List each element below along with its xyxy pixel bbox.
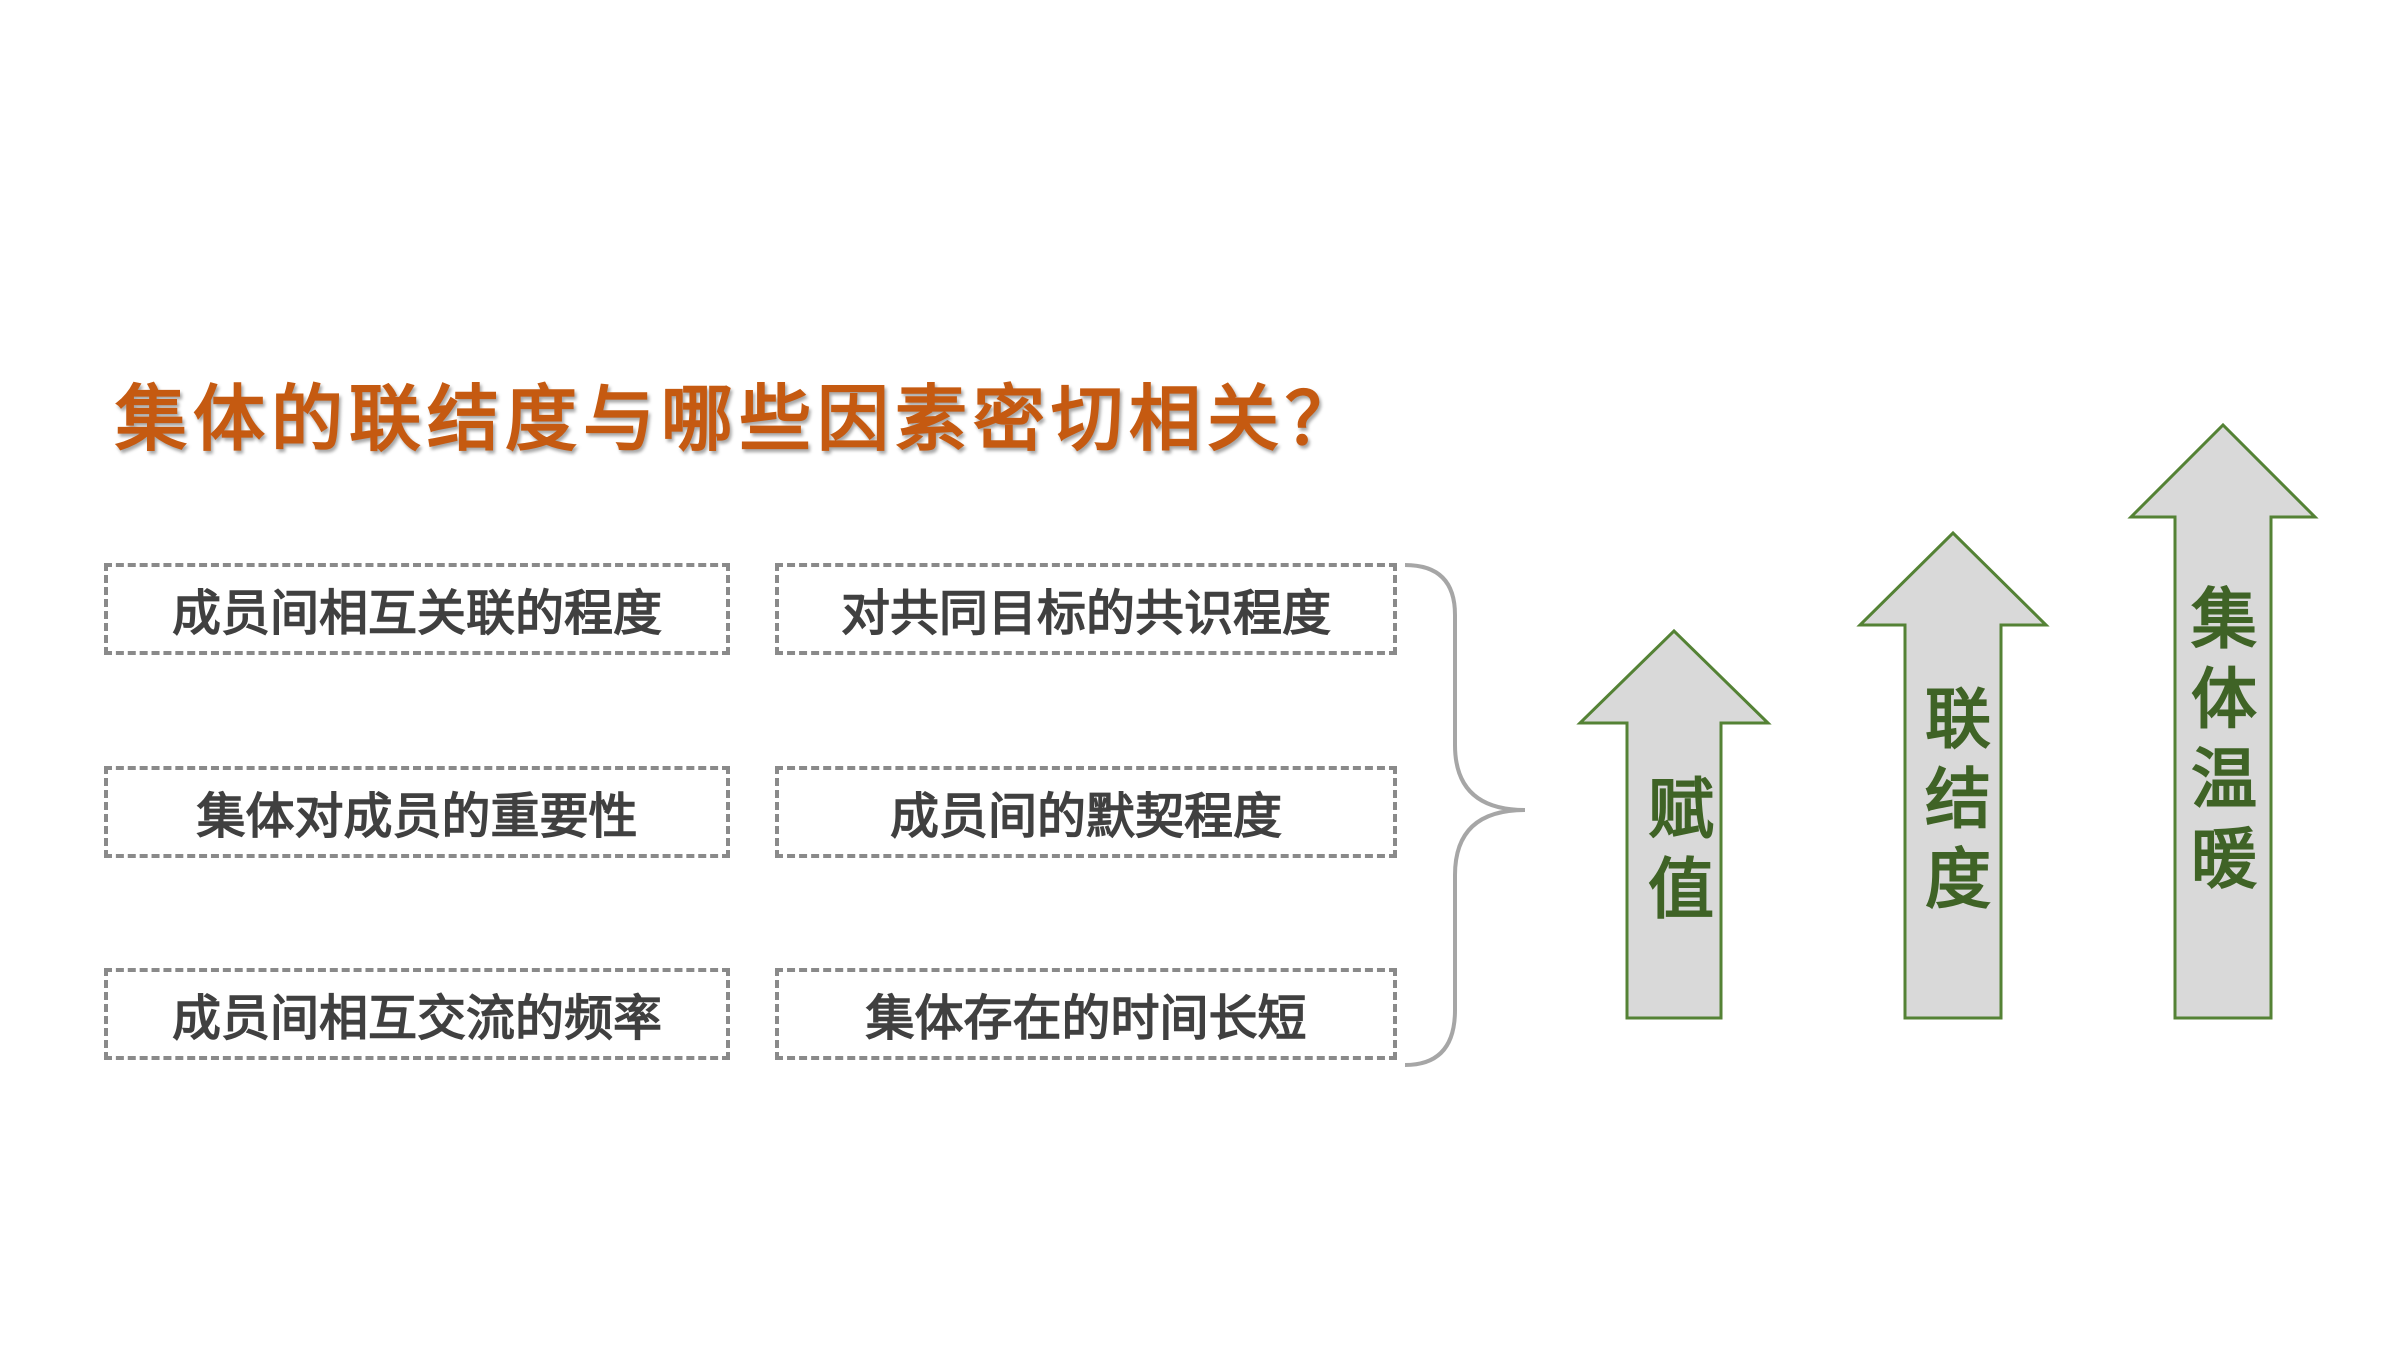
factor-box: 成员间相互交流的频率 [104,968,730,1060]
arrow-label-short: 赋值 [1648,771,1714,928]
arrow-short [1576,628,1772,1020]
factor-box: 对共同目标的共识程度 [775,563,1397,655]
right-brace [1404,563,1526,1067]
factor-box: 成员间相互关联的程度 [104,563,730,655]
factor-box: 集体对成员的重要性 [104,766,730,858]
factor-box: 成员间的默契程度 [775,766,1397,858]
slide-title: 集体的联结度与哪些因素密切相关？ [115,376,1364,461]
factor-box: 集体存在的时间长短 [775,968,1397,1060]
arrow-label-tall: 集体温暖 [2191,581,2257,898]
arrow-medium [1856,530,2050,1020]
arrow-tall [2127,422,2319,1020]
arrow-label-medium: 联结度 [1925,681,1991,918]
